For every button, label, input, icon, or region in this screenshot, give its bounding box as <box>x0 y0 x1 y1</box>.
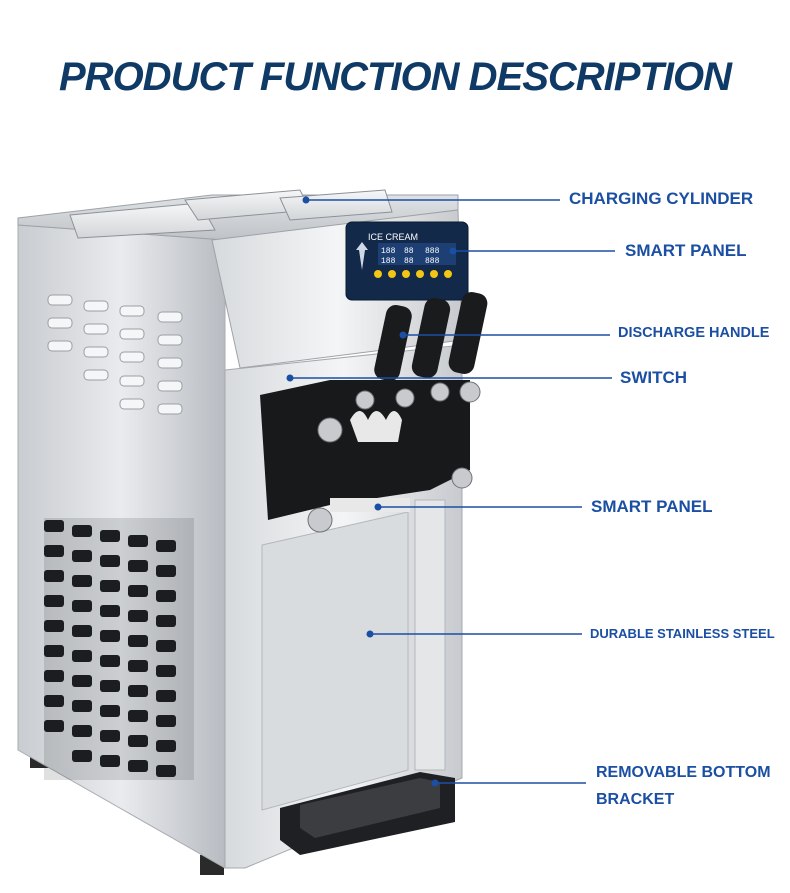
callout-charging-cylinder: CHARGING CYLINDER <box>569 189 754 208</box>
front-inset <box>261 511 409 811</box>
callout-smart-panel-top: SMART PANEL <box>625 241 747 260</box>
svg-text:888: 888 <box>425 247 440 256</box>
page-title: PRODUCT FUNCTION DESCRIPTION <box>59 55 732 99</box>
callout-lines <box>286 196 615 787</box>
callout-switch: SWITCH <box>620 368 688 387</box>
callout-durable-steel: DURABLE STAINLESS STEEL <box>590 626 775 641</box>
svg-text:888: 888 <box>425 257 440 266</box>
callout-discharge-handle: DISCHARGE HANDLE <box>618 325 770 341</box>
callout-bottom-bracket-line2: BRACKET <box>596 791 675 808</box>
callout-bottom-bracket-line1: REMOVABLE BOTTOM <box>596 764 771 781</box>
svg-text:88: 88 <box>404 247 414 256</box>
callout-smart-panel-bottom: SMART PANEL <box>591 497 713 516</box>
side-vents-top <box>47 294 183 415</box>
drip-tray <box>280 772 455 855</box>
dispenser-head <box>260 380 470 520</box>
svg-text:188: 188 <box>381 247 396 256</box>
svg-text:188: 188 <box>381 257 396 266</box>
star-knobs <box>307 381 481 533</box>
discharge-handles <box>374 292 488 382</box>
svg-text:88: 88 <box>404 257 414 266</box>
callout-bottom-bracket: REMOVABLE BOTTOM BRACKET <box>596 759 771 813</box>
panel-label: ICE CREAM <box>368 232 418 242</box>
